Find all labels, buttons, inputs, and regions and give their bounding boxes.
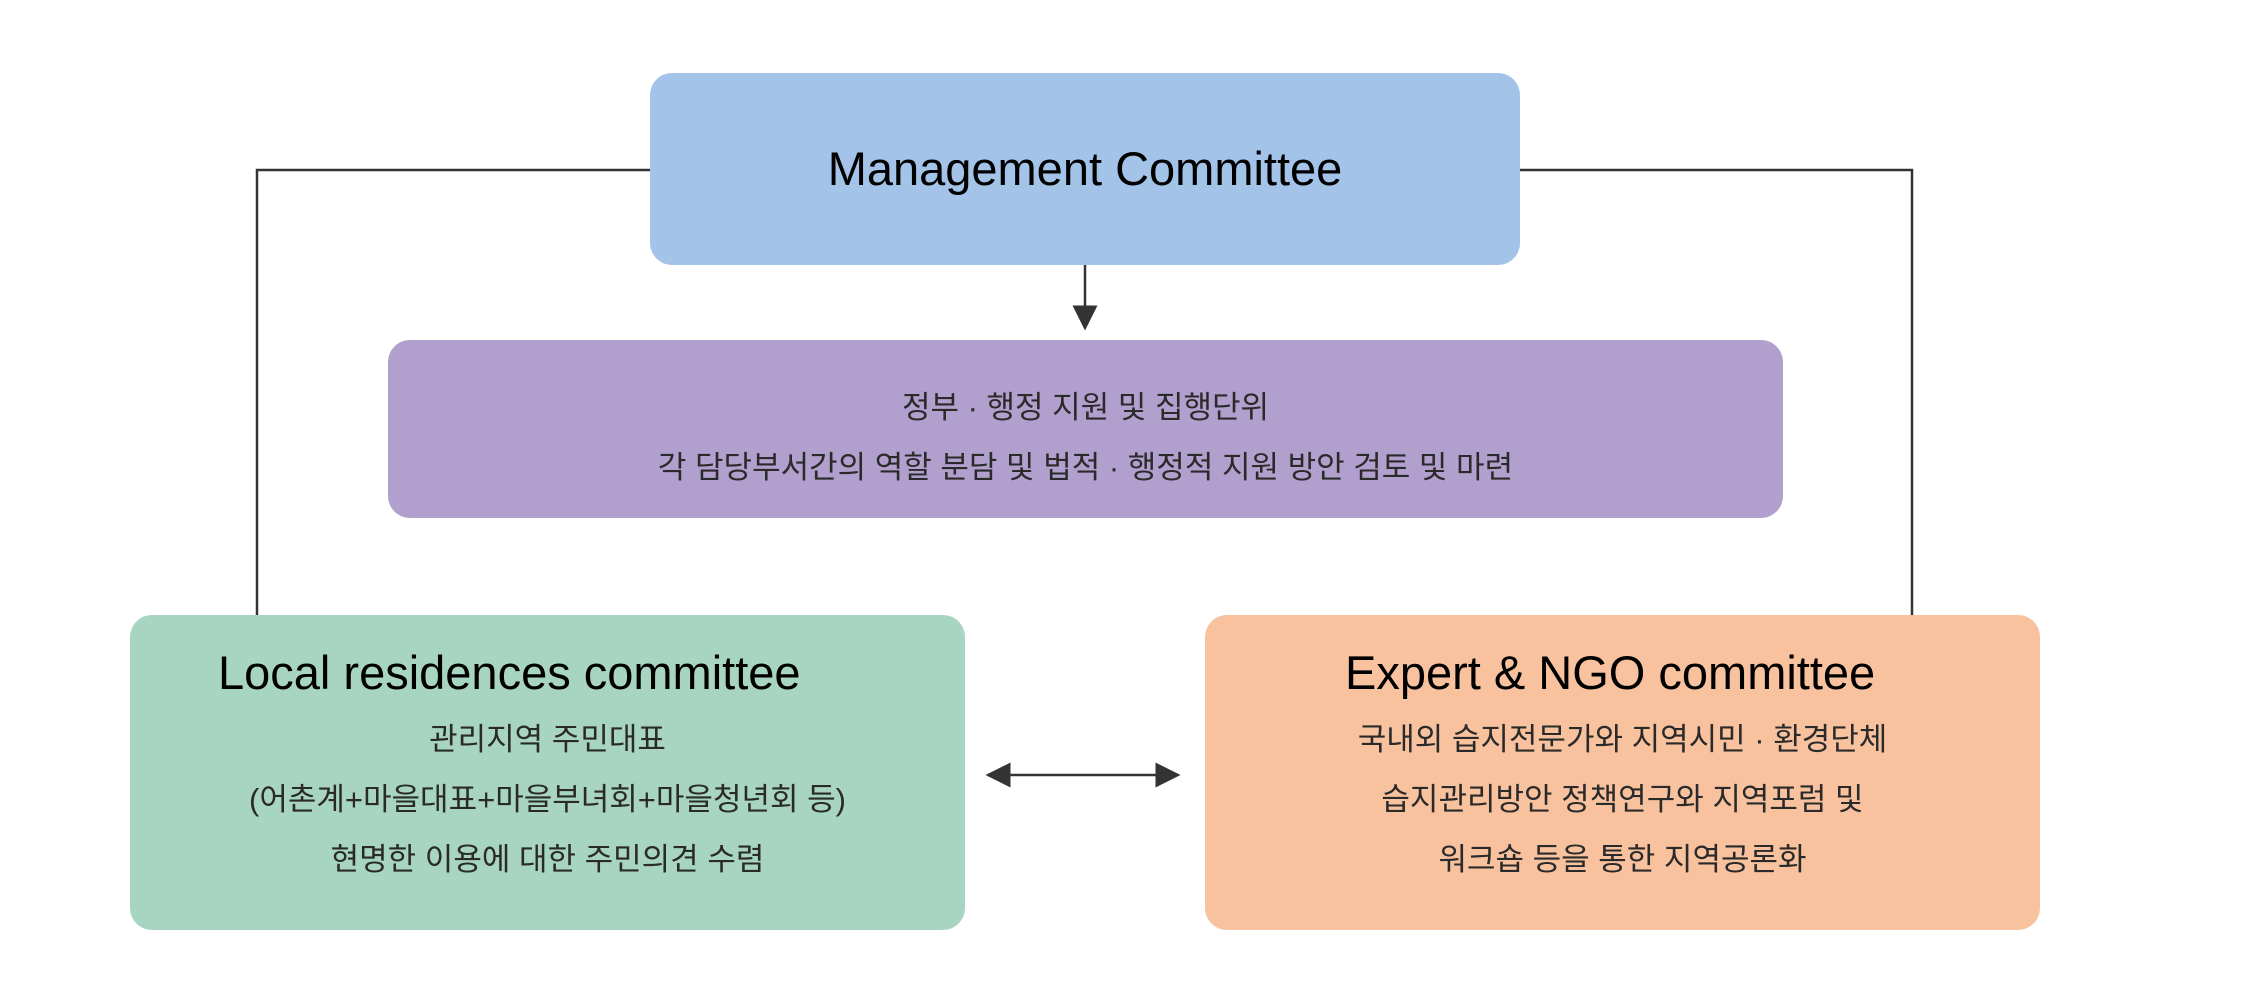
expert-ngo-committee-box: Expert & NGO committee 국내외 습지전문가와 지역시민 ·…	[1205, 615, 2040, 930]
local-line-3: 현명한 이용에 대한 주민의견 수렴	[330, 842, 765, 877]
right-connector-line	[1520, 168, 1914, 615]
expert-line-3: 워크숍 등을 통한 지역공론화	[1438, 842, 1807, 877]
local-line-2: (어촌계+마을대표+마을부녀회+마을청년회 등)	[249, 782, 846, 817]
left-connector-line	[255, 168, 650, 615]
government-line-1: 정부 · 행정 지원 및 집행단위	[901, 390, 1270, 425]
government-support-box: 정부 · 행정 지원 및 집행단위 각 담당부서간의 역할 분담 및 법적 · …	[388, 340, 1783, 518]
management-committee-title: Management Committee	[827, 142, 1343, 195]
management-committee-box: Management Committee	[650, 73, 1520, 265]
expert-committee-title: Expert & NGO committee	[1345, 646, 1876, 699]
expert-line-1: 국내외 습지전문가와 지역시민 · 환경단체	[1357, 722, 1888, 757]
government-line-2: 각 담당부서간의 역할 분담 및 법적 · 행정적 지원 방안 검토 및 마련	[657, 450, 1514, 485]
local-residences-committee-box: Local residences committee 관리지역 주민대표 (어촌…	[130, 615, 965, 930]
expert-line-2: 습지관리방안 정책연구와 지역포럼 및	[1381, 782, 1864, 817]
local-line-1: 관리지역 주민대표	[429, 722, 666, 757]
local-committee-title: Local residences committee	[218, 646, 801, 699]
